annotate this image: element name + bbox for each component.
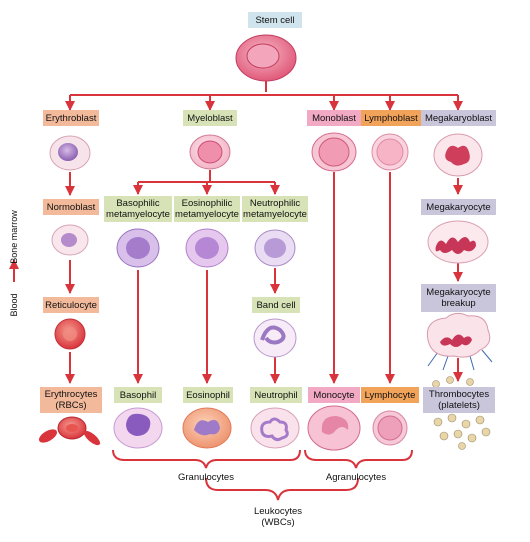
erythroblast-image (49, 135, 91, 171)
myeloblast-label: Myeloblast (183, 110, 237, 126)
erythrocytes-image (38, 416, 101, 446)
monocyte-image (307, 405, 361, 451)
reticulocyte-label: Reticulocyte (43, 297, 99, 313)
thrombocytes-label: Thrombocytes (platelets) (423, 387, 495, 413)
lymphoblast-label: Lymphoblast (361, 110, 421, 126)
side-axis-blood: Blood (9, 293, 19, 317)
flow-arrows (65, 80, 463, 384)
eosinophil-label: Eosinophil (183, 387, 233, 403)
neutrophil-label: Neutrophil (250, 387, 302, 403)
eosinophilic-metamyelocyte-label: Eosinophilic metamyelocyte (174, 196, 240, 222)
normoblast-label: Normoblast (43, 199, 99, 215)
stem-cell-label: Stem cell (248, 12, 302, 28)
band-cell-image (253, 318, 297, 358)
side-axis-bone-marrow: Bone marrow (9, 210, 19, 264)
neutrophil-image (250, 407, 300, 449)
erythrocytes-label: Erythrocytes (RBCs) (40, 387, 102, 413)
reticulocyte-image (54, 318, 86, 350)
megakaryocyte-image (427, 220, 489, 264)
eosinophil-image (182, 407, 232, 449)
monoblast-image (311, 132, 357, 172)
stem-cell-image (235, 34, 297, 82)
neutrophilic-metamyelocyte-image (254, 229, 296, 267)
monoblast-label: Monoblast (307, 110, 361, 126)
lymphocyte-image (372, 410, 408, 446)
lymphocyte-label: Lymphocyte (361, 387, 419, 403)
eosinophilic-metamyelocyte-image (185, 228, 229, 268)
megakaryocyte-breakup-image (426, 312, 491, 358)
group-braces (112, 449, 413, 501)
granulocytes-caption: Granulocytes (178, 472, 234, 483)
leukocytes-caption: Leukocytes (WBCs) (253, 506, 303, 528)
megakaryoblast-image (433, 133, 483, 177)
erythroblast-label: Erythroblast (43, 110, 99, 126)
megakaryocyte-label: Megakaryocyte (421, 199, 496, 215)
basophil-image (113, 407, 163, 449)
basophilic-metamyelocyte-label: Basophilic metamyelocyte (104, 196, 172, 222)
basophil-label: Basophil (114, 387, 162, 403)
lymphoblast-image (371, 133, 409, 171)
megakaryocyte-breakup-label: Megakaryocyte breakup (421, 284, 496, 312)
agranulocytes-caption: Agranulocytes (325, 472, 387, 483)
basophilic-metamyelocyte-image (116, 228, 160, 268)
megakaryoblast-label: Megakaryoblast (421, 110, 496, 126)
neutrophilic-metamyelocyte-label: Neutrophilic metamyelocyte (242, 196, 308, 222)
platelet-release-arrows (427, 349, 493, 371)
band-cell-label: Band cell (252, 297, 300, 313)
normoblast-image (51, 224, 89, 256)
thrombocytes-image (432, 376, 491, 450)
monocyte-label: Monocyte (308, 387, 360, 403)
myeloblast-image (189, 134, 231, 170)
